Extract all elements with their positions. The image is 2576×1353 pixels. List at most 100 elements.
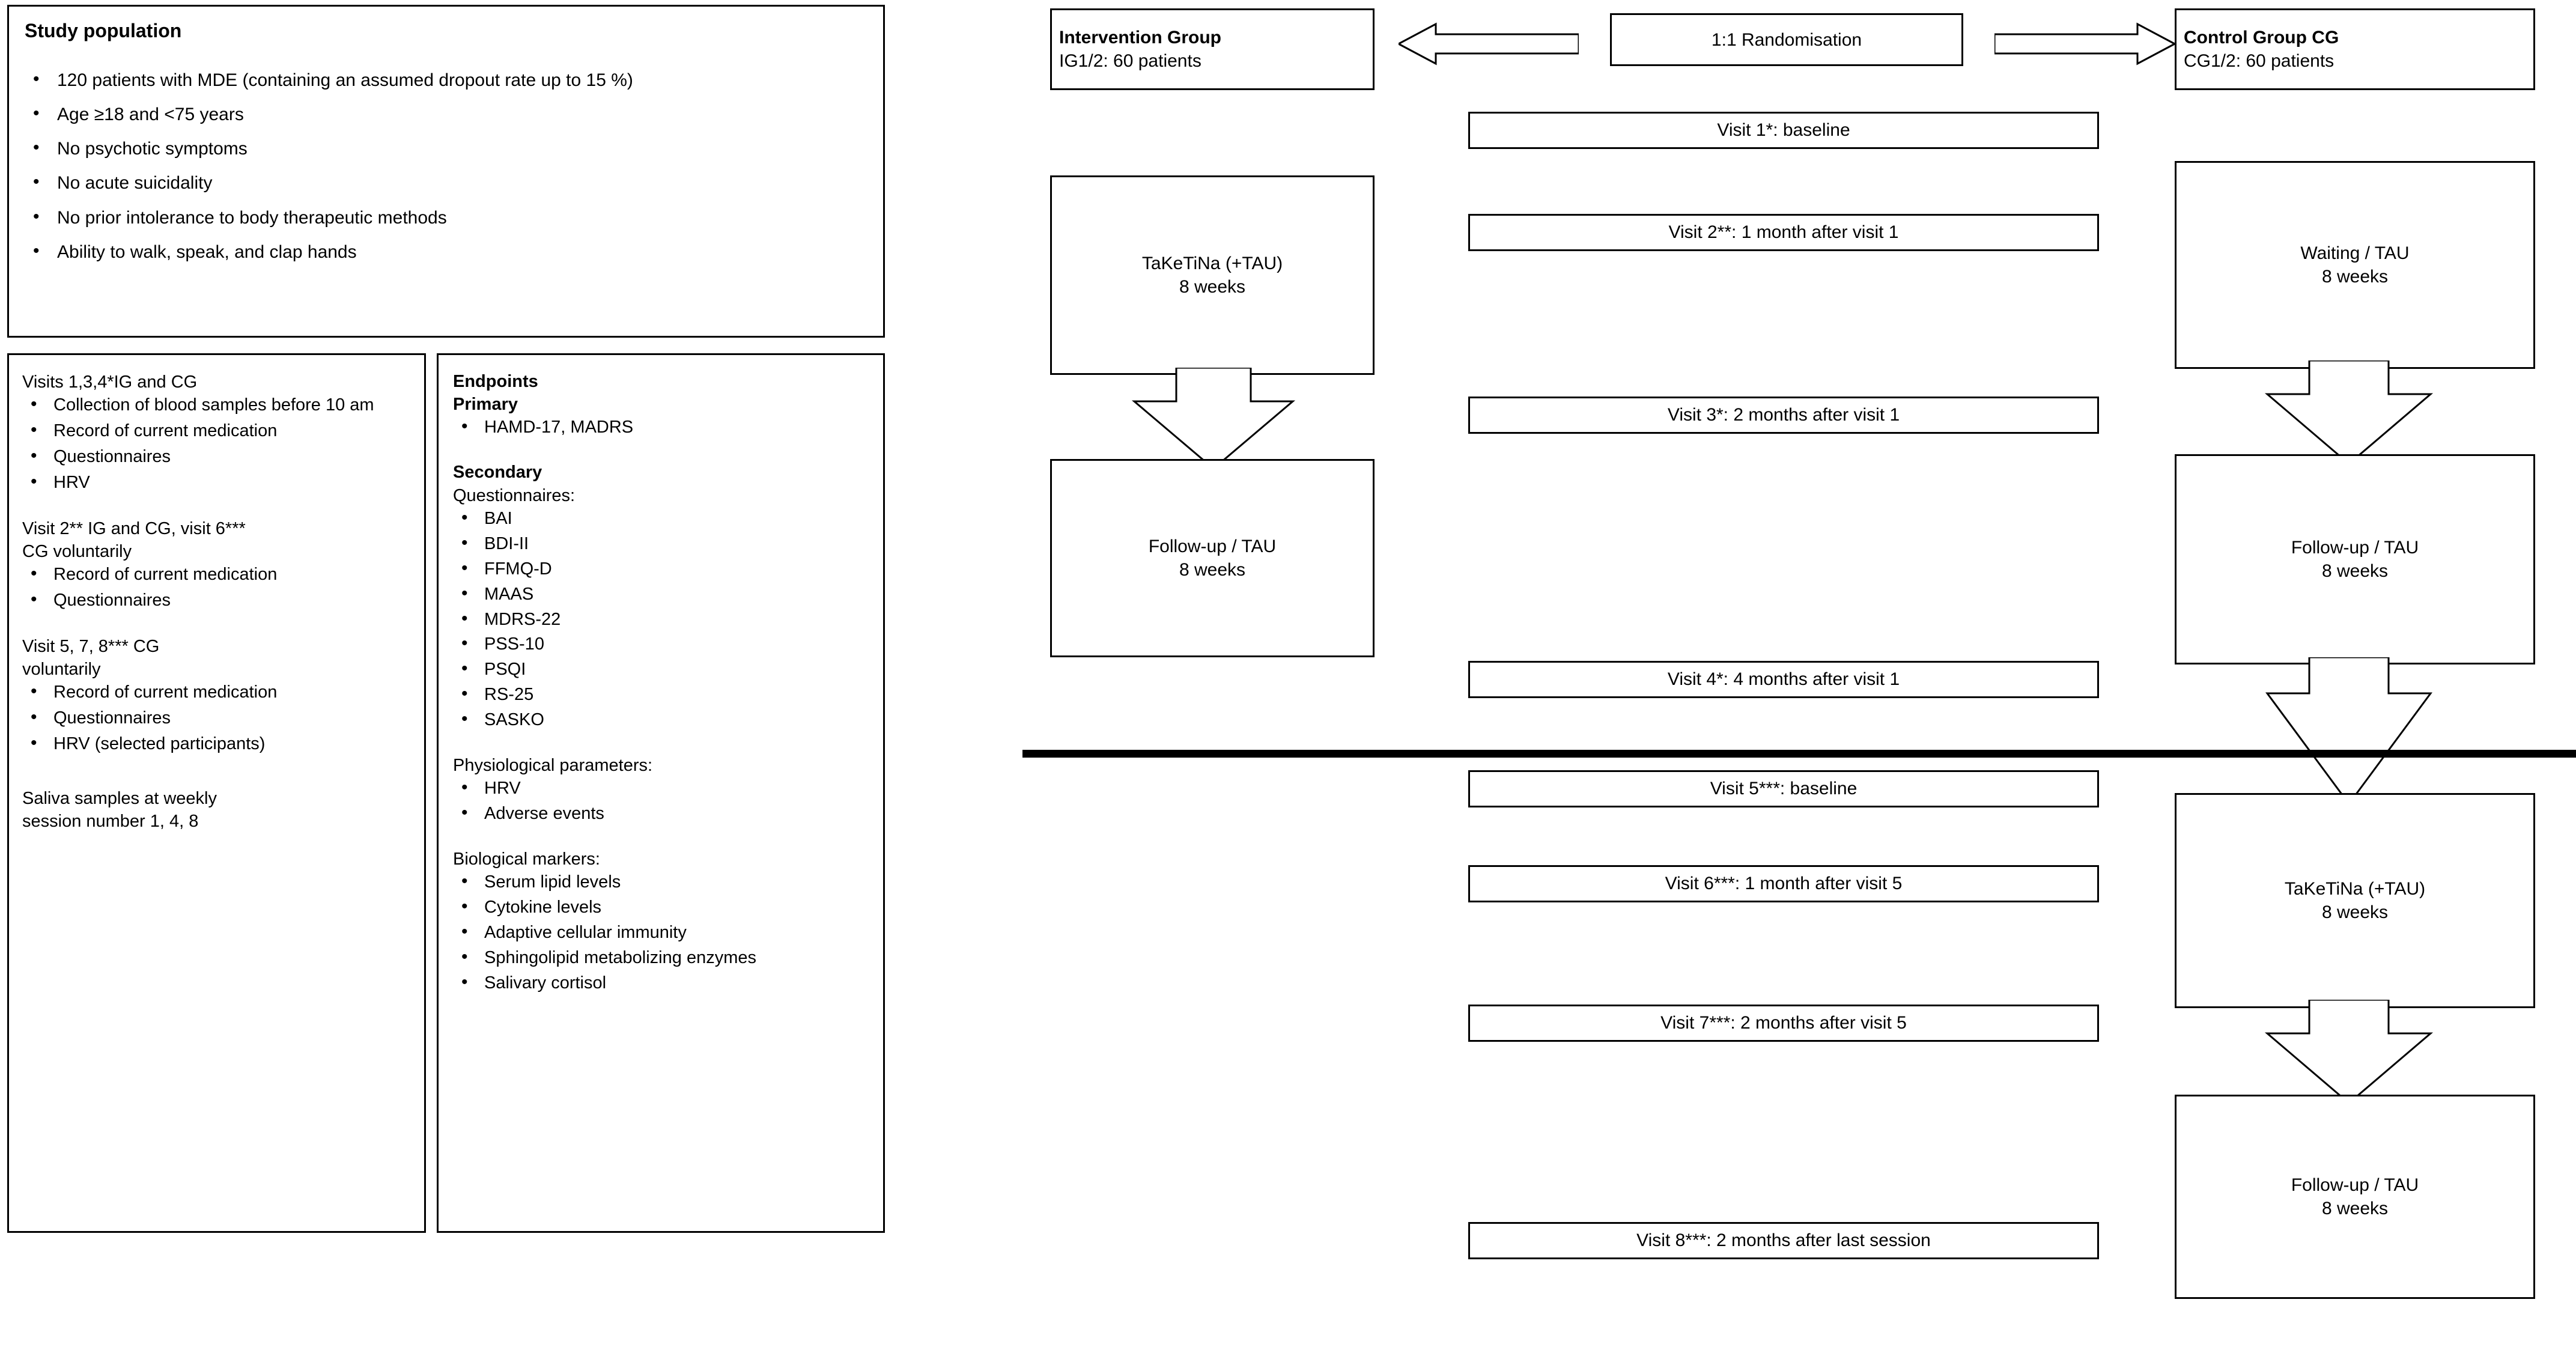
study-population-list: 120 patients with MDE (containing an ass… <box>25 67 867 264</box>
cg-followup2-box: Follow-up / TAU 8 weeks <box>2175 1095 2535 1299</box>
visit-2-box: Visit 2**: 1 month after visit 1 <box>1468 214 2099 251</box>
visits-group2-list: Record of current medication Questionnai… <box>22 562 412 612</box>
spacer <box>22 758 412 787</box>
arrow-left-icon <box>1399 22 1579 66</box>
visit-1-label: Visit 1*: baseline <box>1717 120 1850 140</box>
cg-followup2-line2: 8 weeks <box>2321 1199 2389 1218</box>
list-item: Ability to walk, speak, and clap hands <box>25 239 867 264</box>
arrow-down-icon <box>1129 368 1298 469</box>
list-item: Record of current medication <box>22 562 412 586</box>
list-item: RS-25 <box>453 682 871 707</box>
endpoints-biological-title: Biological markers: <box>453 849 600 869</box>
intervention-group-count: IG1/2: 60 patients <box>1059 51 1201 71</box>
endpoints-questionnaires-title: Questionnaires: <box>453 485 576 505</box>
visit-1-box: Visit 1*: baseline <box>1468 112 2099 149</box>
list-item: Questionnaires <box>22 705 412 730</box>
list-item: Cytokine levels <box>453 895 871 919</box>
visits-group1-list: Collection of blood samples before 10 am… <box>22 392 412 494</box>
list-item: Record of current medication <box>22 418 412 443</box>
spacer <box>453 827 871 848</box>
visits-footer-line1: Saliva samples at weekly <box>22 789 217 809</box>
list-item: BDI-II <box>453 531 871 556</box>
spacer <box>453 441 871 461</box>
control-group-count: CG1/2: 60 patients <box>2184 51 2334 71</box>
endpoints-questionnaires-list: BAI BDI-II FFMQ-D MAAS MDRS-22 PSS-10 PS… <box>453 506 871 732</box>
endpoints-primary-title: Primary <box>453 394 518 414</box>
visits-group2-title-line2: CG voluntarily <box>22 541 132 561</box>
endpoints-biological-list: Serum lipid levels Cytokine levels Adapt… <box>453 869 871 995</box>
list-item: Collection of blood samples before 10 am <box>22 392 412 417</box>
endpoints-title: Endpoints <box>453 372 538 391</box>
visit-3-box: Visit 3*: 2 months after visit 1 <box>1468 397 2099 434</box>
visits-group3-title: Visit 5, 7, 8*** CG <box>22 636 160 656</box>
visit-6-box: Visit 6***: 1 month after visit 5 <box>1468 865 2099 902</box>
list-item: No prior intolerance to body therapeutic… <box>25 205 867 230</box>
randomisation-label: 1:1 Randomisation <box>1711 29 1862 50</box>
visit-2-label: Visit 2**: 1 month after visit 1 <box>1668 222 1899 242</box>
list-item: Adverse events <box>453 801 871 825</box>
visit-3-label: Visit 3*: 2 months after visit 1 <box>1667 405 1900 425</box>
ig-taketina-box: TaKeTiNa (+TAU) 8 weeks <box>1050 175 1375 375</box>
arrow-down-icon <box>2259 1000 2439 1103</box>
list-item: HRV (selected participants) <box>22 731 412 756</box>
list-item: Serum lipid levels <box>453 869 871 894</box>
control-group-box: Control Group CG CG1/2: 60 patients <box>2175 8 2535 90</box>
spacer <box>453 734 871 754</box>
intervention-group-title: Intervention Group <box>1059 28 1221 47</box>
list-item: MDRS-22 <box>453 607 871 631</box>
cg-taketina-line2: 8 weeks <box>2321 902 2389 922</box>
ig-taketina-line2: 8 weeks <box>1179 277 1246 297</box>
study-population-panel: Study population 120 patients with MDE (… <box>7 5 885 338</box>
spacer <box>22 497 412 517</box>
visit-6-label: Visit 6***: 1 month after visit 5 <box>1665 874 1903 893</box>
phase-divider <box>1022 750 2576 758</box>
list-item: SASKO <box>453 707 871 732</box>
list-item: PSS-10 <box>453 631 871 656</box>
cg-followup-box: Follow-up / TAU 8 weeks <box>2175 454 2535 664</box>
list-item: 120 patients with MDE (containing an ass… <box>25 67 867 93</box>
list-item: HRV <box>22 470 412 494</box>
study-population-title: Study population <box>25 20 182 41</box>
cg-followup-line1: Follow-up / TAU <box>2291 538 2419 558</box>
list-item: Salivary cortisol <box>453 970 871 995</box>
list-item: BAI <box>453 506 871 531</box>
cg-waiting-box: Waiting / TAU 8 weeks <box>2175 161 2535 369</box>
list-item: Questionnaires <box>22 444 412 469</box>
endpoints-primary-list: HAMD-17, MADRS <box>453 415 871 439</box>
visit-5-box: Visit 5***: baseline <box>1468 770 2099 807</box>
visits-group2-title: Visit 2** IG and CG, visit 6*** <box>22 518 246 538</box>
cg-waiting-line2: 8 weeks <box>2321 267 2389 287</box>
visit-4-box: Visit 4*: 4 months after visit 1 <box>1468 661 2099 698</box>
list-item: FFMQ-D <box>453 556 871 581</box>
arrow-right-icon <box>1994 22 2175 66</box>
endpoints-physiological-list: HRV Adverse events <box>453 776 871 825</box>
visit-4-label: Visit 4*: 4 months after visit 1 <box>1667 669 1900 689</box>
cg-waiting-line1: Waiting / TAU <box>2300 243 2410 263</box>
arrow-down-icon <box>2259 360 2439 464</box>
randomisation-box: 1:1 Randomisation <box>1610 13 1963 66</box>
cg-taketina-box: TaKeTiNa (+TAU) 8 weeks <box>2175 793 2535 1008</box>
visits-group3-title-line2: voluntarily <box>22 660 101 680</box>
visit-8-box: Visit 8***: 2 months after last session <box>1468 1222 2099 1259</box>
list-item: No psychotic symptoms <box>25 136 867 161</box>
ig-followup-line1: Follow-up / TAU <box>1148 537 1277 556</box>
list-item: Adaptive cellular immunity <box>453 920 871 944</box>
list-item: Age ≥18 and <75 years <box>25 102 867 127</box>
ig-taketina-line1: TaKeTiNa (+TAU) <box>1141 254 1283 273</box>
intervention-group-box: Intervention Group IG1/2: 60 patients <box>1050 8 1375 90</box>
list-item: PSQI <box>453 657 871 681</box>
endpoints-panel: Endpoints Primary HAMD-17, MADRS Seconda… <box>437 353 885 1233</box>
list-item: HAMD-17, MADRS <box>453 415 871 439</box>
cg-followup-line2: 8 weeks <box>2321 561 2389 581</box>
endpoints-physiological-title: Physiological parameters: <box>453 755 653 775</box>
list-item: Record of current medication <box>22 680 412 704</box>
ig-followup-box: Follow-up / TAU 8 weeks <box>1050 459 1375 657</box>
visits-group3-list: Record of current medication Questionnai… <box>22 680 412 756</box>
control-group-title: Control Group CG <box>2184 28 2339 47</box>
ig-followup-line2: 8 weeks <box>1179 560 1246 580</box>
visits-panel: Visits 1,3,4*IG and CG Collection of blo… <box>7 353 426 1233</box>
cg-taketina-line1: TaKeTiNa (+TAU) <box>2284 879 2426 899</box>
visits-footer-line2: session number 1, 4, 8 <box>22 812 199 832</box>
visit-5-label: Visit 5***: baseline <box>1710 779 1858 798</box>
